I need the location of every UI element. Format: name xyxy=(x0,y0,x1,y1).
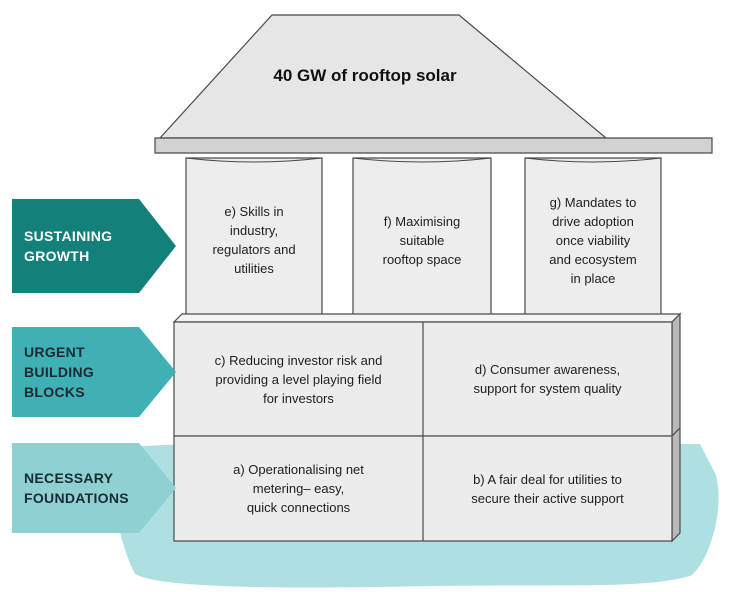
block-d-text: d) Consumer awareness, support for syste… xyxy=(473,362,622,396)
foundation-b-text: b) A fair deal for utilities to secure t… xyxy=(471,471,624,506)
label-urgent-building-blocks: URGENT BUILDING BLOCKS xyxy=(24,344,95,400)
pillar-g-text: g) Mandates to drive adoption once viabi… xyxy=(549,194,637,286)
pillar-f-text: f) Maximising suitable rooftop space xyxy=(382,213,462,267)
roof-eave xyxy=(154,137,713,154)
label-necessary-foundations: NECESSARY FOUNDATIONS xyxy=(24,470,129,506)
label-sustaining-growth: SUSTAINING GROWTH xyxy=(24,228,113,264)
arrow-urgent-building-blocks xyxy=(12,327,176,417)
block-c-text: c) Reducing investor risk and providing … xyxy=(214,352,383,406)
foundation-a-text: a) Operationalising net metering– easy, … xyxy=(233,462,364,515)
foundation-slab xyxy=(173,426,681,543)
pillar-e-text: e) Skills in industry, regulators and ut… xyxy=(212,204,296,276)
roof-title: 40 GW of rooftop solar xyxy=(273,66,457,85)
arrow-sustaining-growth xyxy=(12,199,176,293)
arrow-necessary-foundations xyxy=(12,443,176,533)
